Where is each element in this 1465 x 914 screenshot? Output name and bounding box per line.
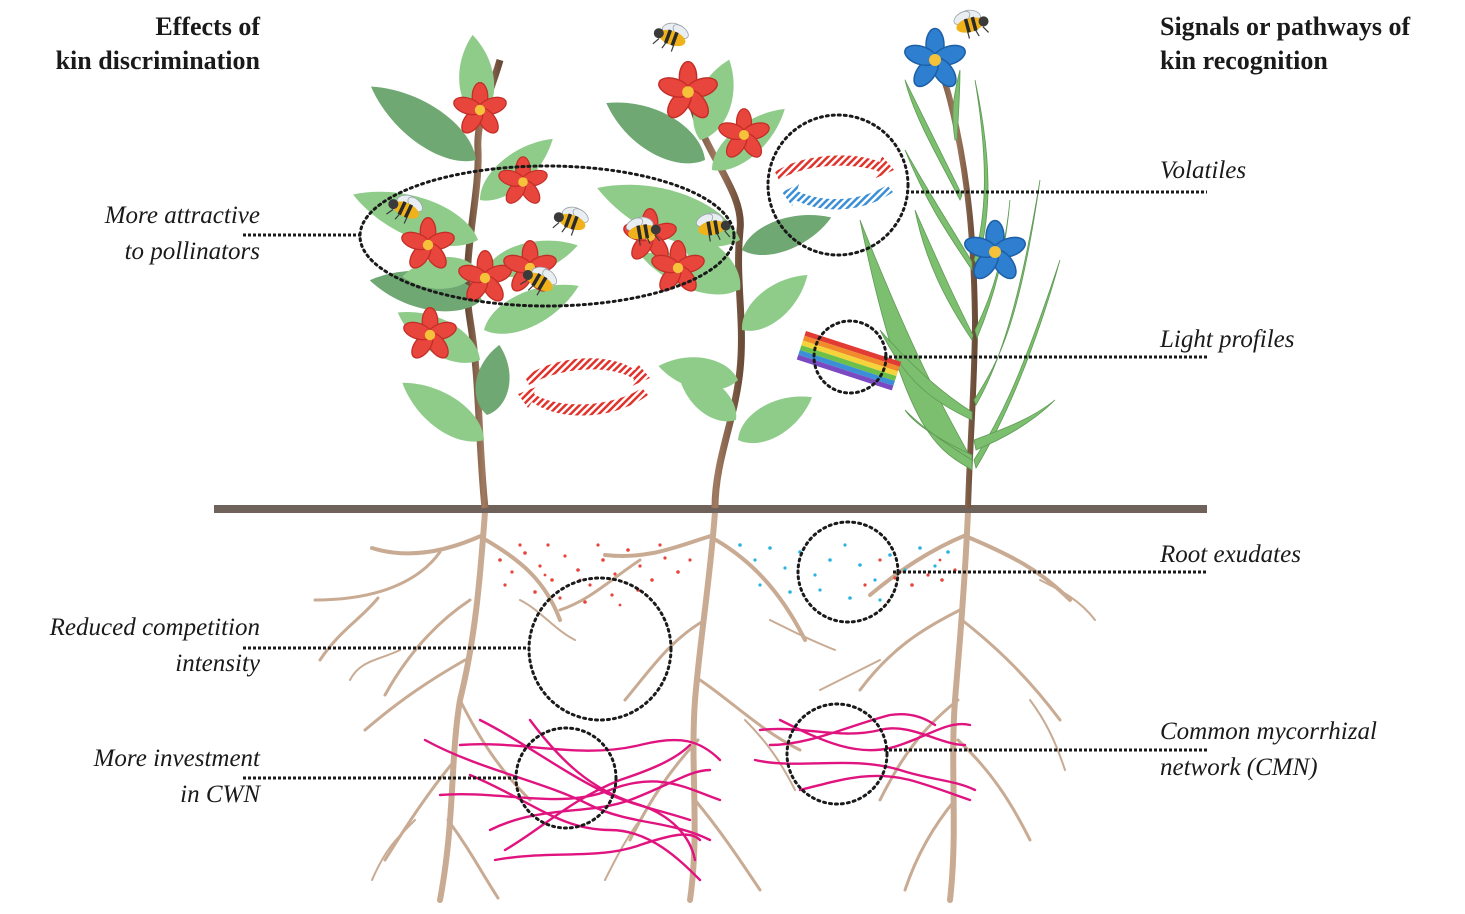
- roots-left-plant: [313, 509, 576, 903]
- label-root-exudates-text: Root exudates: [1160, 541, 1301, 568]
- label-cmn: Common mycorrhizal network (CMN): [1160, 714, 1377, 786]
- effects-heading-line2: kin discrimination: [55, 46, 260, 75]
- plant-exchange-arrows: [518, 358, 650, 416]
- label-cmn-line2: network (CMN): [1160, 754, 1318, 781]
- label-pollinators: More attractive to pollinators: [0, 198, 260, 270]
- label-competition-line2: intensity: [175, 650, 260, 677]
- label-competition: Reduced competition intensity: [0, 610, 260, 682]
- label-volatiles-text: Volatiles: [1160, 157, 1247, 184]
- label-light-profiles-text: Light profiles: [1160, 326, 1295, 353]
- roots-right-plant: [819, 509, 1096, 903]
- label-cwn-line1: More investment: [93, 745, 260, 772]
- right-plant: [859, 27, 1061, 509]
- middle-plant: [589, 53, 837, 509]
- label-cmn-line1: Common mycorrhizal: [1160, 718, 1377, 745]
- label-cwn: More investment in CWN: [0, 741, 260, 813]
- root-systems: [313, 509, 1096, 903]
- cwn-highlight-circle: [514, 726, 618, 830]
- ground-line: [214, 505, 1207, 513]
- competition-highlight-circle: [527, 576, 673, 722]
- label-volatiles: Volatiles: [1160, 153, 1246, 189]
- volatile-arrows: [775, 155, 894, 210]
- label-light-profiles: Light profiles: [1160, 322, 1295, 358]
- label-pollinators-line1: More attractive: [104, 202, 260, 229]
- effects-heading-line1: Effects of: [155, 12, 260, 41]
- label-cwn-line2: in CWN: [180, 781, 260, 808]
- root-exudates-highlight-circle: [796, 520, 900, 624]
- leader-lines: [243, 190, 1207, 780]
- label-root-exudates: Root exudates: [1160, 537, 1301, 573]
- signals-heading: Signals or pathways of kin recognition: [1160, 10, 1460, 78]
- roots-middle-plant: [558, 509, 836, 903]
- effects-heading: Effects of kin discrimination: [20, 10, 260, 78]
- signals-heading-line1: Signals or pathways of: [1160, 12, 1411, 41]
- signals-heading-line2: kin recognition: [1160, 46, 1328, 75]
- volatiles-highlight-circle: [766, 113, 910, 257]
- hyphae-network: [423, 713, 977, 882]
- label-competition-line1: Reduced competition: [49, 614, 260, 641]
- light-profile-rainbow: [796, 331, 902, 391]
- cmn-highlight-circle: [785, 702, 889, 806]
- label-pollinators-line2: to pollinators: [124, 238, 260, 265]
- left-plant: [346, 33, 587, 509]
